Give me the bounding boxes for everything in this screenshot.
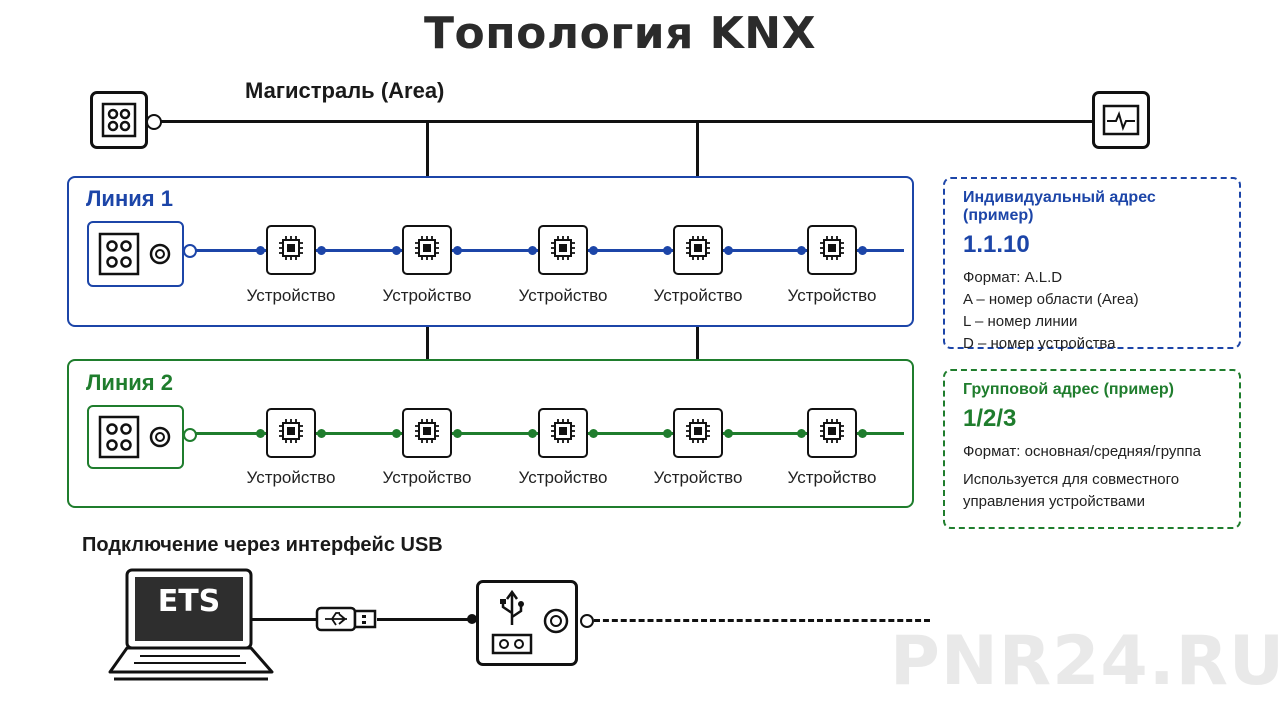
- device-line-1-3: [538, 225, 588, 275]
- bus-connection-dot: [256, 246, 265, 255]
- backbone-power-supply: [90, 91, 148, 149]
- chip-icon: [683, 233, 713, 268]
- line-2-title: Линия 2: [86, 370, 173, 395]
- backbone-line: [160, 120, 1095, 123]
- usb-plug: [315, 604, 377, 634]
- bus-connection-dot: [528, 246, 537, 255]
- bus-connection-dot: [663, 246, 672, 255]
- backbone-connector-dot: [146, 114, 162, 130]
- group-address-format: Формат: основная/средняя/группа: [963, 443, 1202, 460]
- page-title: Топология KNX: [423, 8, 817, 59]
- usb-icon: [491, 589, 569, 655]
- device-label: Устройство: [382, 286, 472, 305]
- device-line-2-2: [402, 408, 452, 458]
- bus-connection-dot: [392, 246, 401, 255]
- group-address-row: управления устройствами: [963, 493, 1145, 510]
- bus-connection-dot: [724, 429, 733, 438]
- usb-bus-dashed-line: [594, 619, 930, 622]
- individual-address-format: Формат: A.L.D: [963, 269, 1063, 286]
- bus-connection-dot: [256, 429, 265, 438]
- chip-icon: [548, 233, 578, 268]
- chip-icon: [683, 416, 713, 451]
- usb-cable-right: [377, 618, 473, 621]
- device-label: Устройство: [518, 286, 608, 305]
- usb-cable-left: [250, 618, 318, 621]
- bus-connection-dot: [453, 246, 462, 255]
- device-label: Устройство: [653, 468, 743, 487]
- device-line-2-5: [807, 408, 857, 458]
- individual-address-heading: Индивидуальный адрес (пример): [963, 189, 1156, 224]
- bus-connection-dot: [453, 429, 462, 438]
- device-line-1-5: [807, 225, 857, 275]
- device-label: Устройство: [518, 468, 608, 487]
- device-line-2-3: [538, 408, 588, 458]
- bus-connection-dot: [724, 246, 733, 255]
- device-label: Устройство: [246, 468, 336, 487]
- group-address-row: Используется для совместного: [963, 471, 1180, 488]
- device-line-2-4: [673, 408, 723, 458]
- line-1-coupler: [87, 221, 184, 287]
- chip-icon: [276, 416, 306, 451]
- chip-icon: [817, 416, 847, 451]
- device-line-1-1: [266, 225, 316, 275]
- device-label: Устройство: [246, 286, 336, 305]
- power-supply-icon: [101, 102, 137, 138]
- chip-icon: [276, 233, 306, 268]
- chip-icon: [817, 233, 847, 268]
- laptop-icon: [108, 568, 274, 681]
- bus-connection-dot: [858, 429, 867, 438]
- backbone-monitor-device: [1092, 91, 1150, 149]
- bus-connection-dot: [317, 429, 326, 438]
- usb-cable-dot: [467, 614, 477, 624]
- usb-interface-port: [580, 614, 594, 628]
- device-label: Устройство: [787, 286, 877, 305]
- bus-connection-dot: [663, 429, 672, 438]
- individual-address-row: A – номер области (Area): [963, 291, 1139, 308]
- chip-icon: [412, 416, 442, 451]
- line-1-title: Линия 1: [86, 186, 173, 211]
- bus-connection-dot: [528, 429, 537, 438]
- line-2-coupler-port: [183, 428, 197, 442]
- bus-connection-dot: [797, 246, 806, 255]
- individual-address-example: 1.1.10: [963, 231, 1030, 258]
- line-1-coupler-port: [183, 244, 197, 258]
- bus-connection-dot: [317, 246, 326, 255]
- group-address-card: Групповой адрес (пример) 1/2/3 Формат: о…: [943, 369, 1241, 529]
- chip-icon: [412, 233, 442, 268]
- power-supply-icon: [98, 415, 171, 459]
- individual-address-row: L – номер линии: [963, 313, 1078, 330]
- device-line-2-1: [266, 408, 316, 458]
- monitor-icon: [1102, 104, 1140, 136]
- laptop: [106, 568, 276, 684]
- coupler-link-2: [696, 121, 699, 228]
- individual-address-card: Индивидуальный адрес (пример) 1.1.10 Фор…: [943, 177, 1241, 352]
- device-line-1-4: [673, 225, 723, 275]
- backbone-label: Магистраль (Area): [245, 78, 445, 103]
- chip-icon: [548, 416, 578, 451]
- usb-interface: [476, 580, 578, 666]
- usb-section-title: Подключение через интерфейс USB: [82, 534, 443, 556]
- bus-connection-dot: [589, 246, 598, 255]
- bus-connection-dot: [858, 246, 867, 255]
- group-address-example: 1/2/3: [963, 405, 1017, 432]
- line-2-coupler: [87, 405, 184, 469]
- device-label: Устройство: [653, 286, 743, 305]
- watermark: PNR24.RU: [890, 622, 1280, 701]
- bus-connection-dot: [797, 429, 806, 438]
- bus-connection-dot: [392, 429, 401, 438]
- usb-plug-icon: [315, 606, 377, 632]
- coupler-link-1: [426, 121, 429, 228]
- device-line-1-2: [402, 225, 452, 275]
- bus-connection-dot: [589, 429, 598, 438]
- group-address-heading: Групповой адрес (пример): [963, 381, 1174, 398]
- individual-address-row: D – номер устройства: [963, 335, 1116, 352]
- device-label: Устройство: [787, 468, 877, 487]
- device-label: Устройство: [382, 468, 472, 487]
- laptop-screen-label: ETS: [157, 584, 221, 619]
- power-supply-icon: [98, 232, 171, 276]
